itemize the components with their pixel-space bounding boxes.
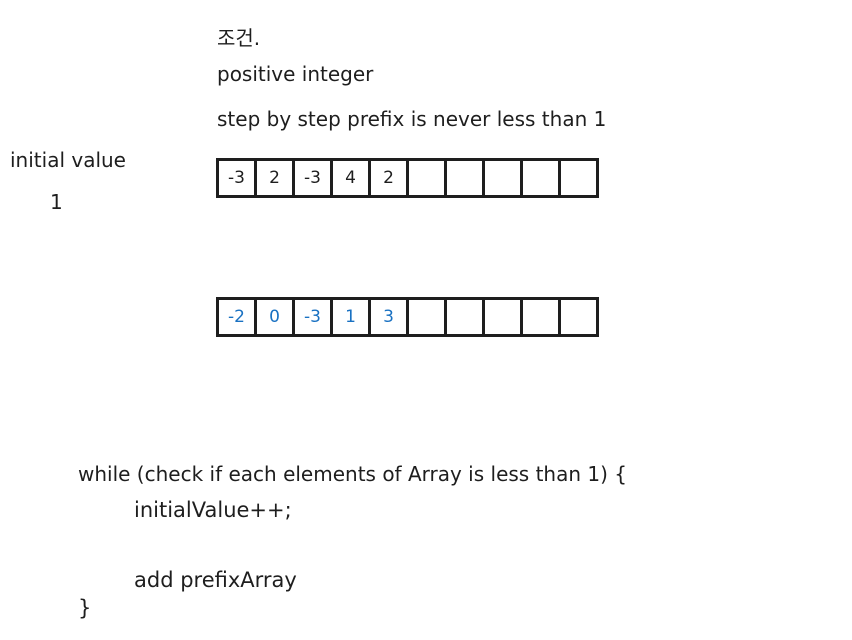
code-increment-line: initialValue++;	[134, 498, 292, 522]
prefix-array-cell	[406, 297, 447, 337]
prefix-array-cell: 3	[368, 297, 409, 337]
code-add-line: add prefixArray	[134, 568, 297, 592]
prefix-array-cell	[444, 297, 485, 337]
condition-prefix-rule: step by step prefix is never less than 1	[217, 107, 607, 131]
initial-value-label: initial value	[10, 148, 126, 172]
code-while-line: while (check if each elements of Array i…	[78, 462, 627, 486]
input-array-cell: -3	[292, 158, 333, 198]
condition-positive-integer: positive integer	[217, 62, 374, 86]
prefix-array-cell	[558, 297, 599, 337]
prefix-array: -2 0 -3 1 3	[216, 297, 599, 337]
input-array-cell	[444, 158, 485, 198]
conditions-heading: 조건.	[217, 26, 261, 50]
prefix-array-cell	[520, 297, 561, 337]
input-array-cell	[482, 158, 523, 198]
input-array: -3 2 -3 4 2	[216, 158, 599, 198]
prefix-array-cell: 0	[254, 297, 295, 337]
input-array-cell: 2	[368, 158, 409, 198]
code-closing-brace: }	[78, 596, 92, 620]
input-array-cell: 4	[330, 158, 371, 198]
prefix-array-cell: -3	[292, 297, 333, 337]
prefix-array-cell: -2	[216, 297, 257, 337]
input-array-cell	[406, 158, 447, 198]
prefix-array-cell	[482, 297, 523, 337]
input-array-cell: 2	[254, 158, 295, 198]
prefix-array-cell: 1	[330, 297, 371, 337]
initial-value-number: 1	[50, 190, 63, 214]
input-array-cell: -3	[216, 158, 257, 198]
input-array-cell	[520, 158, 561, 198]
input-array-cell	[558, 158, 599, 198]
